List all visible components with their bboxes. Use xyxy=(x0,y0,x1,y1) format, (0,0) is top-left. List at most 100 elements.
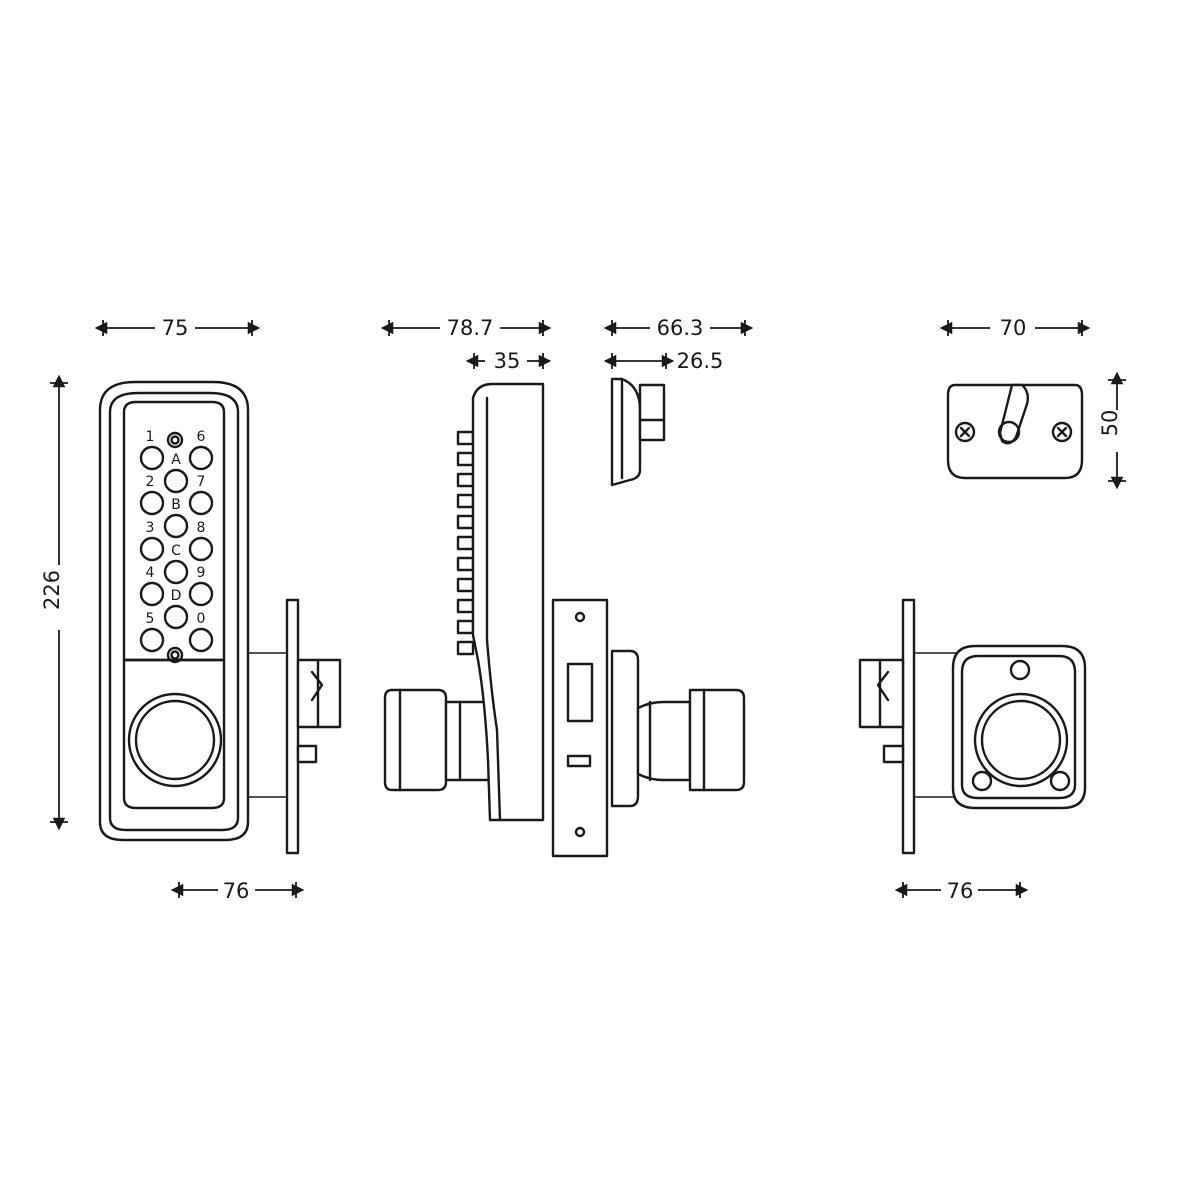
key-label: A xyxy=(171,452,181,468)
side-button xyxy=(456,619,475,635)
faceplate-latch-slot xyxy=(566,662,594,723)
key-label: D xyxy=(171,588,182,604)
dim-label-side-body: 35 xyxy=(494,349,521,373)
side-keypad-edge xyxy=(485,396,502,822)
dimension-side-body: 35 xyxy=(465,349,552,373)
thumbturn-right-screw-cross xyxy=(1056,426,1068,438)
key-label: 9 xyxy=(197,565,206,581)
side-keypad-body xyxy=(471,382,545,822)
side-button xyxy=(456,556,475,572)
dimension-rear-width: 70 xyxy=(939,316,1091,340)
rear-knob-outer xyxy=(973,692,1069,788)
thumbturn-right-screw xyxy=(1051,421,1073,443)
rear-rose-left-hole xyxy=(971,770,993,792)
keypad-bottom-screw xyxy=(166,646,184,664)
rear-latch-bolt-detail xyxy=(876,658,890,729)
rear-rose-inner xyxy=(960,654,1077,800)
dim-label-front-height: 226 xyxy=(40,570,64,610)
key-button-C[interactable] xyxy=(163,559,189,585)
key-label: C xyxy=(171,543,181,559)
front-latch-pin xyxy=(296,744,318,764)
dim-label-front-depth: 76 xyxy=(223,879,250,903)
side-button xyxy=(456,472,475,488)
dimension-rear-depth: 76 xyxy=(894,879,1029,903)
key-label: 2 xyxy=(146,474,155,490)
key-button-1[interactable] xyxy=(139,445,165,471)
dimension-side-total: 78.7 xyxy=(380,316,552,340)
keypad-top-screw-core xyxy=(170,435,180,445)
side-button xyxy=(456,493,475,509)
side-button-stack xyxy=(456,430,475,656)
side-button xyxy=(456,514,475,530)
strike-view xyxy=(610,377,666,487)
strike-body xyxy=(610,377,642,487)
rear-latch-guides xyxy=(914,652,960,798)
strike-thumbturn xyxy=(638,383,666,442)
key-label: 0 xyxy=(197,611,206,627)
side-left-spindle xyxy=(444,700,492,782)
side-button xyxy=(456,598,475,614)
dim-label-strike-total: 66.3 xyxy=(657,316,704,340)
faceplate-pin-slot xyxy=(566,754,592,768)
rear-rose-right-hole xyxy=(1049,770,1071,792)
key-button-B[interactable] xyxy=(163,513,189,539)
side-button xyxy=(456,451,475,467)
dimension-front-height: 226 xyxy=(40,374,68,831)
key-button-5[interactable] xyxy=(139,627,165,653)
rear-latch-pin xyxy=(882,744,905,764)
key-button-0[interactable] xyxy=(188,627,214,653)
side-rear-rose xyxy=(610,649,640,808)
rear-latch-bolt xyxy=(858,658,905,729)
side-left-knob xyxy=(383,688,448,792)
front-knob-outer xyxy=(127,692,223,788)
side-right-knob xyxy=(688,688,746,792)
dimension-front-depth: 76 xyxy=(170,879,305,903)
rear-rose-top-hole xyxy=(1009,659,1031,681)
front-latch-bolt-detail xyxy=(310,658,324,729)
dim-label-rear-width: 70 xyxy=(1000,316,1027,340)
side-button xyxy=(456,430,475,446)
thumbturn-left-screw-cross xyxy=(959,426,971,438)
dimension-rear-height: 50 xyxy=(1098,371,1126,490)
thumbturn-hub xyxy=(997,420,1021,444)
key-label: 5 xyxy=(146,611,155,627)
keypad-housing-inner xyxy=(108,391,240,832)
rear-knob-inner xyxy=(980,699,1062,781)
keypad-bottom-screw-core xyxy=(170,650,180,660)
dim-label-front-width: 75 xyxy=(162,316,189,340)
key-button-4[interactable] xyxy=(139,581,165,607)
front-latch-plate xyxy=(285,598,300,855)
key-label: 6 xyxy=(197,429,206,445)
side-lock-faceplate xyxy=(551,598,609,858)
side-button xyxy=(456,535,475,551)
key-label: 4 xyxy=(146,565,155,581)
rear-turn-view xyxy=(946,383,1084,480)
key-button-2[interactable] xyxy=(139,490,165,516)
key-button-3[interactable] xyxy=(139,536,165,562)
key-label: 8 xyxy=(197,520,206,536)
keypad-top-screw xyxy=(166,431,184,449)
key-button-D[interactable] xyxy=(163,604,189,630)
dimension-front-width: 75 xyxy=(94,316,261,340)
dim-label-side-total: 78.7 xyxy=(447,316,494,340)
rear-latch-plate xyxy=(901,598,916,855)
dimension-strike-body: 26.5 xyxy=(603,349,723,373)
key-button-A[interactable] xyxy=(163,468,189,494)
keypad-housing-outer xyxy=(98,380,250,842)
front-view: 1 2 3 4 5 A B C D 6 7 8 9 0 xyxy=(98,380,342,855)
dim-label-rear-depth: 76 xyxy=(947,879,974,903)
key-button-9[interactable] xyxy=(188,581,214,607)
faceplate-bottom-screw xyxy=(574,826,586,838)
key-label: 7 xyxy=(197,474,206,490)
thumbturn-lever[interactable] xyxy=(998,383,1030,445)
key-label: 3 xyxy=(146,520,155,536)
side-button xyxy=(456,577,475,593)
key-button-8[interactable] xyxy=(188,536,214,562)
keypad-face xyxy=(122,400,226,662)
key-label: B xyxy=(171,497,181,513)
knob-panel xyxy=(122,658,226,810)
side-view xyxy=(383,382,746,858)
key-button-7[interactable] xyxy=(188,490,214,516)
key-button-6[interactable] xyxy=(188,445,214,471)
